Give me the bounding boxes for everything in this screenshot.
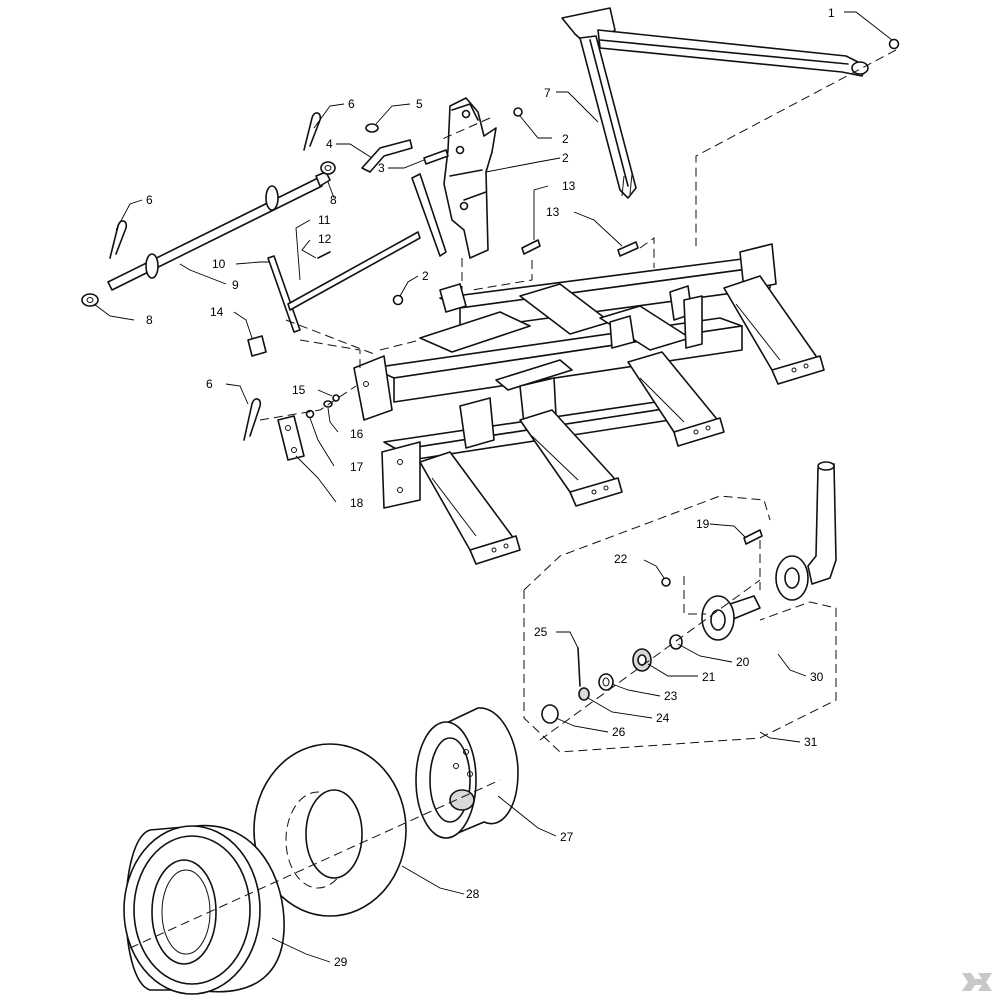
part-26-dust-cap: [541, 704, 559, 724]
part-22-nut: [661, 577, 671, 587]
part-30-spindle: [775, 461, 837, 601]
callout-17: 17: [350, 460, 364, 474]
part-2-nut-frame: [392, 294, 404, 306]
callout-23: 23: [664, 689, 678, 703]
callout-18: 18: [350, 496, 364, 510]
callout-2-top: 1: [828, 6, 835, 20]
callout-16: 16: [350, 427, 364, 441]
callout-5: 5: [416, 97, 423, 111]
part-1-mast: [443, 97, 497, 259]
callout-22: 22: [614, 552, 628, 566]
part-6-hair-pin-bottom: [243, 398, 262, 441]
part-3-bolt: [423, 149, 449, 165]
part-19-bolt: [743, 529, 763, 545]
part-14-clip: [247, 335, 267, 357]
callout-30: 30: [810, 670, 824, 684]
tine-2: [519, 409, 623, 507]
callout-7: 7: [544, 86, 551, 100]
part-16-washer: [323, 400, 333, 408]
part-2-nut-top: [888, 38, 900, 50]
callout-31: 31: [804, 735, 818, 749]
callout-14: 14: [210, 305, 224, 319]
hub: [701, 595, 761, 641]
part-7-linkage-arm: [561, 7, 869, 199]
callout-6-bottom: 6: [206, 377, 213, 391]
part-18-link-plate: [277, 415, 305, 461]
callout-25: 25: [534, 625, 548, 639]
part-12-small-pin: [317, 251, 331, 259]
tine-4: [723, 275, 825, 385]
callout-20: 20: [736, 655, 750, 669]
callout-29: 29: [334, 955, 348, 969]
callout-28: 28: [466, 887, 480, 901]
part-2-nut-mast: [513, 107, 523, 117]
part-15-bolt: [332, 394, 340, 402]
part-5-ring: [365, 123, 379, 133]
part-25-cotter-pin: [577, 647, 581, 687]
callout-6-left: 6: [146, 193, 153, 207]
callout-6-top: 6: [348, 97, 355, 111]
tine-3: [627, 351, 725, 447]
callout-4: 4: [326, 137, 333, 151]
callout-3: 3: [378, 161, 385, 175]
assembly-lines: [129, 49, 897, 949]
callout-13-a: 13: [562, 179, 576, 193]
tine-1: [419, 451, 521, 565]
callout-15: 15: [292, 383, 306, 397]
callout-19: 19: [696, 517, 710, 531]
part-13-bolt-b: [617, 241, 639, 257]
callout-24: 24: [656, 711, 670, 725]
part-9-cross-shaft: [107, 171, 331, 291]
part-6-hair-pin-top: [303, 112, 322, 151]
logo-shape: [962, 973, 992, 991]
callout-2-mast: 2: [562, 132, 569, 146]
part-29-tyre: [123, 824, 285, 995]
callout-8-left: 8: [146, 313, 153, 327]
callout-8-top: 8: [330, 193, 337, 207]
part-13-bolt-a: [521, 239, 541, 255]
part-23-seal: [598, 673, 614, 691]
callout-9: 9: [232, 278, 239, 292]
callout-27: 27: [560, 830, 574, 844]
callout-26: 26: [612, 725, 626, 739]
part-8-washer-left: [81, 293, 99, 307]
callout-13-b: 13: [546, 205, 560, 219]
callout-leaders: [93, 11, 893, 963]
callout-2-frame: 2: [422, 269, 429, 283]
part-20-washer: [669, 634, 683, 650]
callout-21: 21: [702, 670, 716, 684]
callout-labels: 1 7 2 2 5 4 3 6 6 6 8 8 9 10 11 12 13 13…: [146, 6, 835, 969]
part-28-inner-tube: [253, 743, 407, 917]
k-brand-logo-icon: [962, 973, 992, 991]
callout-10: 10: [212, 257, 226, 271]
part-21-bearing: [632, 648, 652, 672]
part-8-washer-top: [320, 161, 336, 175]
callout-1: 2: [562, 151, 569, 165]
part-24-castle-nut: [578, 687, 590, 701]
part-4-bent-pin: [361, 139, 413, 173]
callout-11: 11: [318, 213, 331, 227]
part-10-depth-rod: [267, 173, 447, 333]
part-27-wheel-rim: [415, 707, 519, 839]
callout-12: 12: [318, 232, 332, 246]
